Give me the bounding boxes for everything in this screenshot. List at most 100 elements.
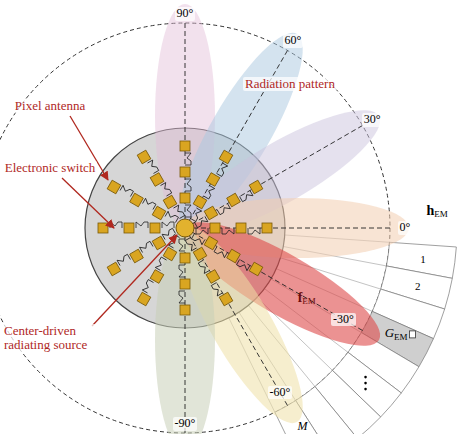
angle-ray bbox=[185, 228, 363, 331]
callout-label: Pixel antenna bbox=[13, 99, 87, 113]
pixel-antenna bbox=[124, 223, 134, 233]
angle-ray bbox=[185, 126, 363, 229]
pixel-antenna bbox=[262, 223, 272, 233]
pixel-antenna bbox=[227, 193, 241, 207]
electronic-switch bbox=[143, 198, 156, 209]
pixel-ray bbox=[107, 228, 178, 276]
pixel-antenna bbox=[150, 173, 164, 187]
pixel-antenna bbox=[180, 253, 190, 263]
electronic-switch bbox=[185, 153, 191, 165]
pixel-antenna bbox=[227, 249, 241, 263]
pixel-antenna bbox=[163, 195, 177, 209]
symbol-label: h bbox=[427, 203, 435, 218]
angle-label: 0° bbox=[398, 221, 413, 234]
angle-label: -30° bbox=[331, 313, 356, 326]
electronic-switch bbox=[168, 235, 179, 248]
pixel-antenna bbox=[204, 236, 218, 250]
electronic-switch bbox=[192, 234, 205, 245]
angle-label: 60° bbox=[283, 34, 304, 47]
pixel-antenna bbox=[152, 206, 166, 220]
angle-label: -90° bbox=[173, 417, 198, 430]
electronic-switch bbox=[222, 228, 234, 234]
pixel-antenna bbox=[107, 180, 121, 194]
symbol-label: f bbox=[298, 290, 303, 305]
electronic-switch bbox=[179, 291, 185, 303]
electronic-switch bbox=[117, 254, 130, 265]
pixel-antenna bbox=[180, 141, 190, 151]
pixel-ray bbox=[179, 239, 190, 315]
pixel-antenna bbox=[249, 262, 263, 276]
electronic-switch bbox=[248, 228, 260, 234]
pixel-antenna bbox=[180, 305, 190, 315]
electronic-switch bbox=[196, 228, 208, 234]
pixel-antenna bbox=[210, 223, 220, 233]
electronic-switch bbox=[217, 204, 230, 215]
radiation-lobe bbox=[155, 228, 215, 434]
pixel-antenna bbox=[163, 247, 177, 261]
electronic-switch bbox=[148, 160, 159, 173]
pixel-antenna bbox=[193, 247, 207, 261]
pixel-antenna bbox=[130, 193, 144, 207]
electronic-switch bbox=[162, 228, 175, 239]
callout-label: Electronic switch bbox=[3, 161, 98, 175]
electronic-switch bbox=[217, 163, 228, 176]
electronic-switch bbox=[179, 239, 185, 251]
pixel-antenna bbox=[130, 249, 144, 263]
electronic-switch bbox=[161, 183, 172, 196]
pixel-antenna bbox=[180, 279, 190, 289]
electronic-switch bbox=[185, 179, 191, 191]
index-label: M bbox=[298, 420, 308, 433]
angle-label: -60° bbox=[268, 386, 293, 399]
angle-label: 90° bbox=[175, 7, 196, 20]
electronic-switch bbox=[185, 205, 191, 217]
electronic-switch bbox=[179, 265, 185, 277]
callout-label: Center-driven radiating source bbox=[2, 324, 110, 353]
ellipsis-dot bbox=[364, 388, 367, 391]
ellipsis-dot bbox=[364, 382, 367, 385]
electronic-switch bbox=[136, 222, 148, 228]
pixel-antenna bbox=[180, 193, 190, 203]
angle-label: 30° bbox=[362, 113, 383, 126]
electronic-switch bbox=[140, 241, 153, 252]
pixel-antenna bbox=[204, 206, 218, 220]
electronic-switch bbox=[214, 247, 227, 258]
electronic-switch bbox=[195, 217, 208, 228]
pixel-ray bbox=[185, 235, 233, 306]
pixel-antenna bbox=[150, 270, 164, 284]
callout-label: Radiation pattern bbox=[243, 77, 337, 91]
subscript: EM bbox=[394, 333, 408, 343]
electronic-switch bbox=[155, 257, 166, 270]
pixel-ray bbox=[107, 179, 178, 227]
fan-segment bbox=[296, 387, 358, 434]
pixel-ray bbox=[186, 150, 234, 221]
center-source bbox=[176, 219, 194, 237]
pixel-antenna bbox=[219, 292, 233, 306]
pixel-antenna bbox=[206, 270, 220, 284]
pixel-antenna bbox=[98, 223, 108, 233]
pixel-antenna bbox=[152, 236, 166, 250]
pixel-ray bbox=[196, 223, 272, 234]
electronic-switch bbox=[211, 283, 222, 296]
pixel-ray bbox=[180, 141, 191, 217]
electronic-switch bbox=[237, 260, 250, 271]
pixel-antenna bbox=[206, 173, 220, 187]
pixel-antenna bbox=[219, 150, 233, 164]
pixel-antenna bbox=[137, 292, 151, 306]
electronic-switch bbox=[185, 238, 196, 251]
electronic-switch bbox=[191, 208, 202, 221]
pixel-antenna bbox=[137, 150, 151, 164]
electronic-switch bbox=[198, 260, 209, 273]
electronic-switch bbox=[120, 185, 133, 196]
ellipsis-dot bbox=[364, 376, 367, 379]
pixel-ray bbox=[192, 229, 263, 277]
symbol-label: G bbox=[385, 326, 394, 340]
angle-ray bbox=[185, 228, 288, 406]
small-box-symbol bbox=[410, 331, 416, 338]
index-label: 1 bbox=[420, 253, 426, 265]
pixel-antenna bbox=[150, 223, 160, 233]
electronic-switch bbox=[165, 211, 178, 222]
electronic-switch bbox=[162, 222, 174, 228]
